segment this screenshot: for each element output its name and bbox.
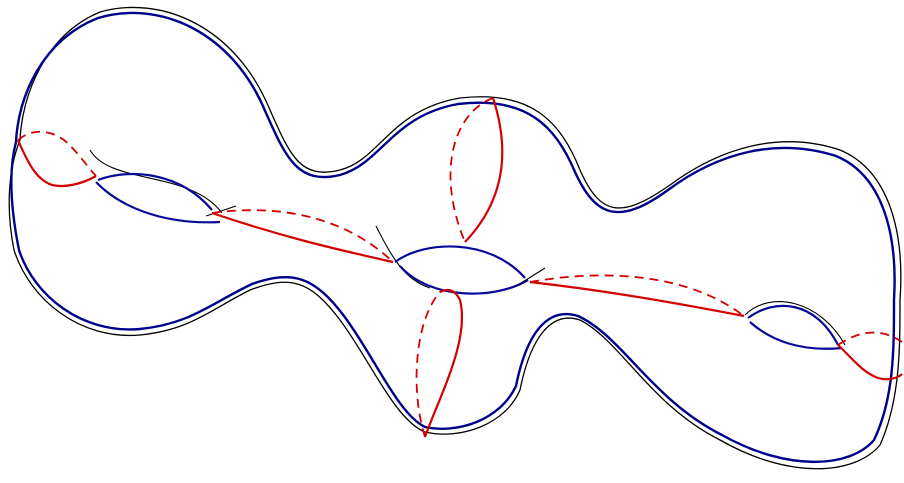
cycle-b-front [212, 213, 393, 262]
cycle-d-front [425, 290, 462, 437]
cycle-c-back [450, 98, 493, 242]
cycle-c-front [465, 98, 502, 242]
handle-2-lower-lip [400, 266, 528, 294]
handle-3-lower-lip [750, 322, 842, 349]
cycle-d-back [417, 292, 440, 437]
handle-1-lower-lip [96, 182, 220, 222]
cycle-b-back [212, 210, 393, 262]
cycle-a-back [18, 132, 96, 176]
handle-2-upper-lip [395, 246, 525, 278]
surface-outline-black [9, 7, 901, 468]
cycle-e-front [530, 282, 744, 316]
surface-outline-blue [11, 13, 894, 462]
handle-1-top-edge [90, 150, 222, 213]
handle-3-upper-lip [748, 306, 838, 345]
